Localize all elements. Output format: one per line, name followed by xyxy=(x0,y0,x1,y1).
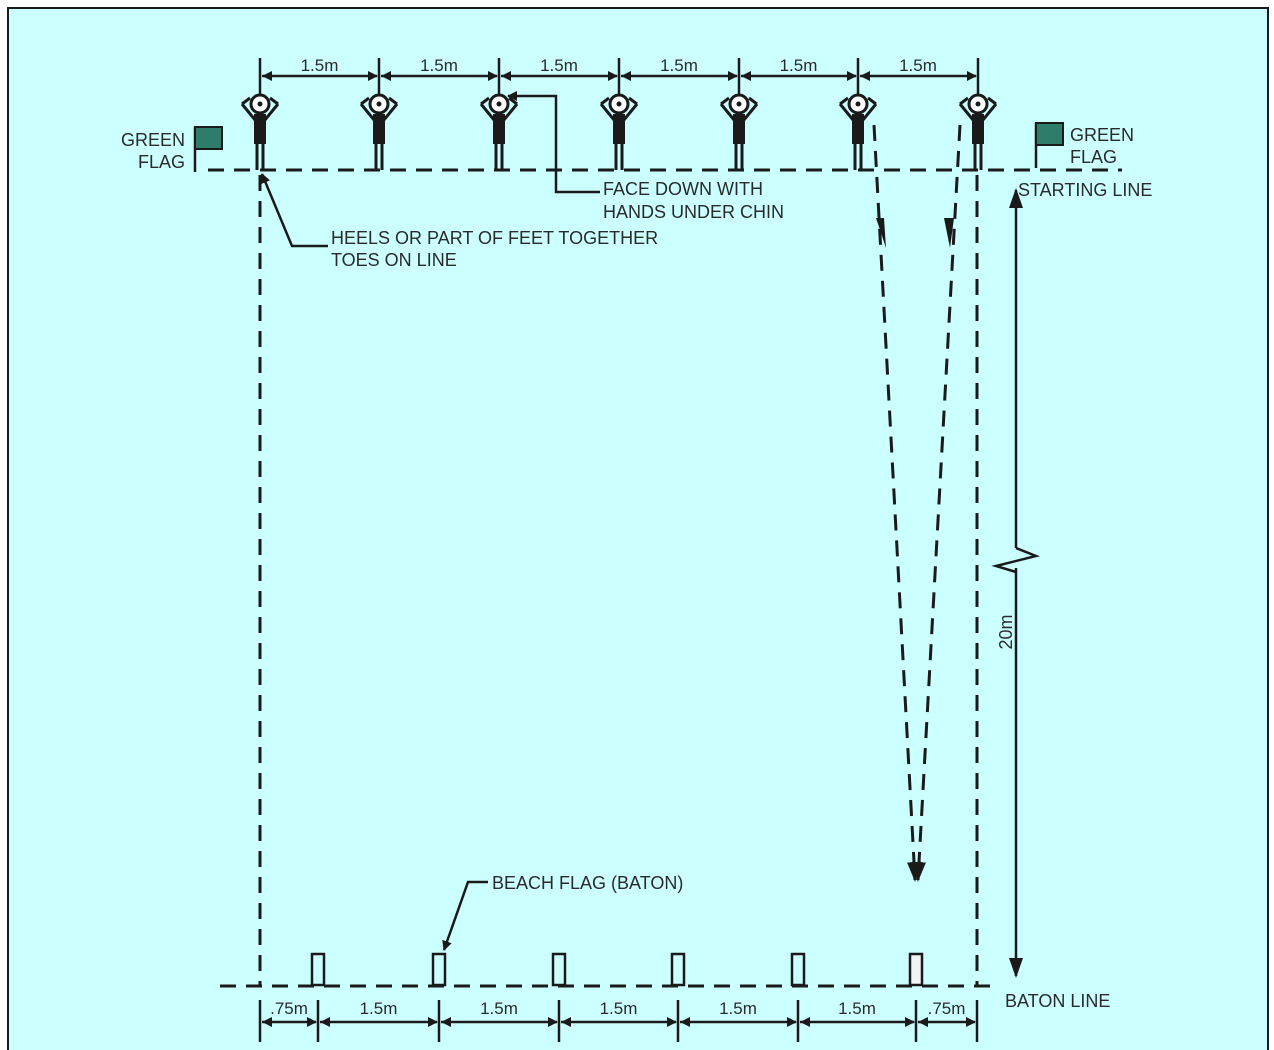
competitor-icon xyxy=(240,93,280,170)
green-flag-left xyxy=(193,126,223,172)
arrowhead xyxy=(381,71,391,81)
run-path-arrow-left xyxy=(876,218,886,248)
arrowhead xyxy=(741,71,751,81)
diagram-frame xyxy=(7,7,1269,1050)
top-spacing-label: 1.5m xyxy=(301,56,339,75)
green-flag-left-label-1: GREEN xyxy=(121,130,185,150)
top-spacing-label: 1.5m xyxy=(780,56,818,75)
bottom-spacing-label: 1.5m xyxy=(600,999,638,1018)
top-spacing-dimensions: 1.5m 1.5m 1.5m 1.5m 1.5m 1.5m xyxy=(258,56,980,96)
course-length-label: 20m xyxy=(996,614,1016,649)
baton-line-label: BATON LINE xyxy=(1005,991,1110,1011)
heels-leader xyxy=(260,173,328,248)
competitor-icon xyxy=(479,93,519,170)
arrowhead xyxy=(800,1017,810,1027)
green-flag-left-label-2: FLAG xyxy=(138,152,185,172)
green-flag-right-label-1: GREEN xyxy=(1070,125,1134,145)
baton-icon xyxy=(790,952,806,987)
baton-icon xyxy=(551,952,567,987)
top-spacing-label: 1.5m xyxy=(420,56,458,75)
beach-flag-leader xyxy=(442,880,488,951)
baton-icon xyxy=(908,952,924,987)
green-flag-right xyxy=(1034,122,1064,168)
face-down-label-1: FACE DOWN WITH xyxy=(603,179,763,199)
bottom-spacing-label: 1.5m xyxy=(719,999,757,1018)
arrowhead xyxy=(680,1017,690,1027)
competitor-icon xyxy=(719,93,759,170)
bottom-spacing-label: .75m xyxy=(270,999,308,1018)
competitor-icon xyxy=(838,93,878,170)
bottom-spacing-dimensions: .75m 1.5m 1.5m 1.5m 1.5m 1.5m .75m xyxy=(258,999,979,1042)
beach-flag-label: BEACH FLAG (BATON) xyxy=(492,873,683,893)
run-path-left xyxy=(872,124,922,882)
arrowhead xyxy=(561,1017,571,1027)
face-down-label-2: HANDS UNDER CHIN xyxy=(603,202,784,222)
baton-icon xyxy=(310,952,326,987)
batons xyxy=(310,952,924,987)
bottom-spacing-label: 1.5m xyxy=(480,999,518,1018)
arrowhead xyxy=(918,1017,928,1027)
heels-label-2: TOES ON LINE xyxy=(331,250,457,270)
arrowhead xyxy=(262,1017,272,1027)
green-flag-left-icon xyxy=(194,126,223,150)
starting-line-label: STARTING LINE xyxy=(1018,180,1152,200)
arrowhead xyxy=(262,71,272,81)
baton-icon xyxy=(431,952,447,987)
heels-label-1: HEELS OR PART OF FEET TOGETHER xyxy=(331,228,658,248)
top-spacing-label: 1.5m xyxy=(540,56,578,75)
arrowhead xyxy=(441,1017,451,1027)
bottom-spacing-label: .75m xyxy=(928,999,966,1018)
green-flag-right-label-2: FLAG xyxy=(1070,147,1117,167)
arrowhead xyxy=(860,71,870,81)
competitor-icon xyxy=(599,93,639,170)
baton-icon xyxy=(670,952,686,987)
top-spacing-label: 1.5m xyxy=(899,56,937,75)
run-path-arrow-right xyxy=(944,218,954,248)
arrowhead xyxy=(621,71,631,81)
competitors xyxy=(240,93,998,170)
top-spacing-label: 1.5m xyxy=(660,56,698,75)
green-flag-right-icon xyxy=(1035,122,1064,146)
run-path-right xyxy=(912,124,962,882)
arrowhead xyxy=(320,1017,330,1027)
competitor-icon xyxy=(359,93,399,170)
arrowhead xyxy=(501,71,511,81)
competitor-icon xyxy=(958,93,998,170)
face-down-leader xyxy=(507,91,600,194)
bottom-spacing-label: 1.5m xyxy=(360,999,398,1018)
course-length-break xyxy=(991,546,1041,574)
bottom-spacing-label: 1.5m xyxy=(838,999,876,1018)
